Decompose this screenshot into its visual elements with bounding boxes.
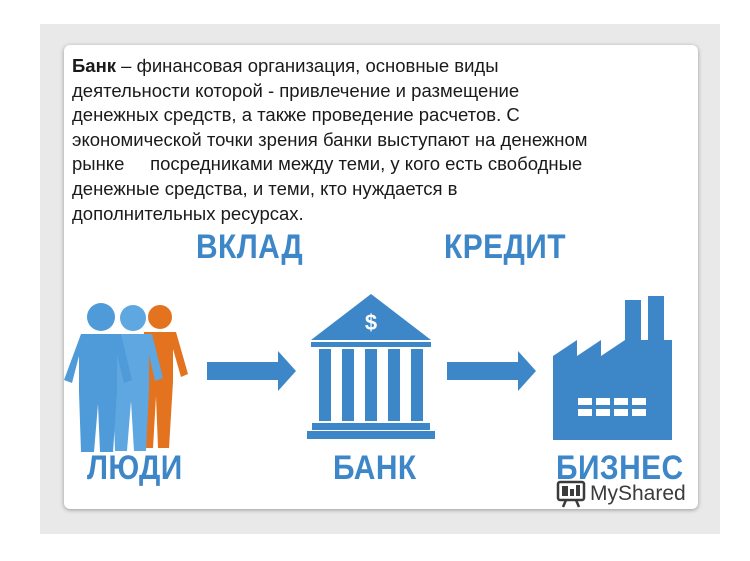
dollar-sign: $ <box>365 310 377 335</box>
definition-paragraph: Банк – финансовая организация, основные … <box>72 54 692 226</box>
paragraph-line-3: денежных средств, а также проведение рас… <box>72 104 520 126</box>
bank-building-icon: $ <box>307 294 435 439</box>
myshared-logo-icon <box>556 480 586 508</box>
myshared-watermark: MyShared <box>556 480 686 508</box>
watermark-text: MyShared <box>590 482 686 505</box>
label-bank: БАНК <box>333 449 417 487</box>
factory-icon <box>553 296 672 440</box>
paragraph-line-7: дополнительных ресурсах. <box>72 202 304 224</box>
label-people: ЛЮДИ <box>87 449 183 487</box>
arrow-right-icon <box>447 351 536 391</box>
paragraph-line-6: денежные средства, и теми, кто нуждается… <box>72 177 458 199</box>
label-credit: КРЕДИТ <box>444 228 566 266</box>
paragraph-line-1: Банк – финансовая организация, основные … <box>72 54 692 79</box>
paragraph-line-1-text: – финансовая организация, основные виды <box>116 55 499 76</box>
paragraph-line-2: деятельности которой - привлечение и раз… <box>72 79 520 101</box>
label-business: БИЗНЕС <box>556 449 684 487</box>
arrow-right-icon <box>207 351 296 391</box>
label-deposit: ВКЛАД <box>196 228 304 266</box>
term-bank: Банк <box>72 55 117 76</box>
paragraph-line-5: рынке посредниками между теми, у кого ес… <box>72 153 583 175</box>
people-icon <box>64 303 188 452</box>
paragraph-line-4: экономической точки зрения банки выступа… <box>72 128 588 150</box>
